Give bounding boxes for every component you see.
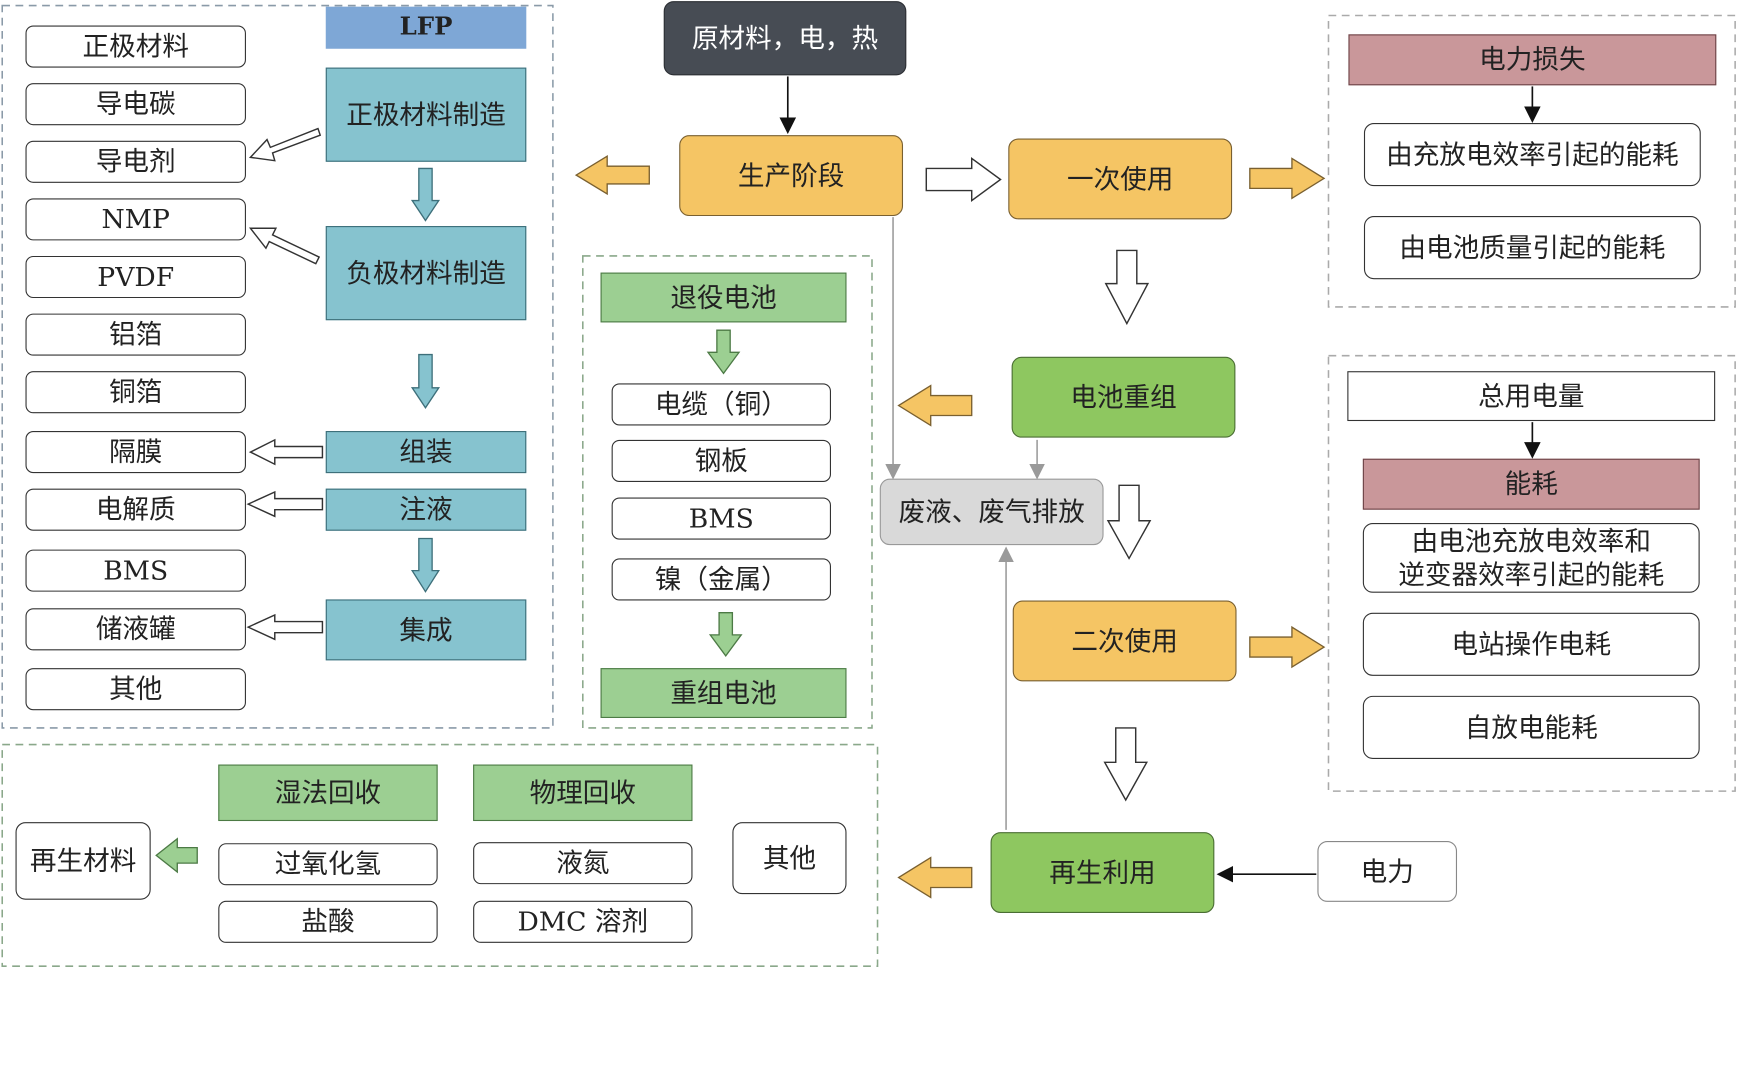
white-arrow-first-to-regroup bbox=[1104, 249, 1150, 326]
regroup-panel-border bbox=[582, 255, 873, 729]
white-arrow-left-2 bbox=[246, 490, 324, 518]
total-electricity: 总用电量 bbox=[1347, 371, 1716, 422]
diagram-connectors bbox=[1, 4, 1736, 967]
power-loss-item: 由充放电效率引起的能耗 bbox=[1363, 122, 1701, 187]
second-use-stage: 二次使用 bbox=[1012, 600, 1237, 682]
step-integration: 集成 bbox=[325, 599, 527, 661]
step-cathode: 正极材料制造 bbox=[325, 67, 527, 162]
white-arrow-diag-1 bbox=[248, 127, 322, 162]
recycled-material: 再生材料 bbox=[15, 822, 151, 900]
material-item: 隔膜 bbox=[25, 431, 246, 474]
wet-item: 盐酸 bbox=[218, 900, 438, 943]
power-loss-panel-border bbox=[1327, 14, 1736, 308]
power-box: 电力 bbox=[1317, 840, 1458, 902]
wet-recycle: 湿法回收 bbox=[218, 764, 438, 822]
material-item: 铝箔 bbox=[25, 313, 246, 356]
green-arrow-1 bbox=[706, 329, 741, 375]
recycle-stage: 再生利用 bbox=[990, 832, 1215, 913]
step-assembly: 组装 bbox=[325, 431, 527, 474]
material-item: BMS bbox=[25, 549, 246, 592]
retired-battery: 退役电池 bbox=[600, 272, 847, 323]
teal-arrow-2 bbox=[410, 353, 441, 409]
orange-arrow-to-energy bbox=[1249, 625, 1326, 669]
inputs-box: 原材料，电，热 bbox=[663, 1, 907, 76]
regrouped-battery: 重组电池 bbox=[600, 668, 847, 718]
power-loss-title: 电力损失 bbox=[1348, 34, 1717, 86]
regroup-item: 电缆（铜） bbox=[611, 383, 831, 426]
production-stage: 生产阶段 bbox=[679, 135, 904, 217]
step-anode: 负极材料制造 bbox=[325, 226, 527, 321]
energy-panel-border bbox=[1327, 354, 1736, 792]
orange-arrow-to-lfp bbox=[574, 155, 650, 196]
teal-arrow-3 bbox=[410, 537, 440, 593]
white-arrow-left-3 bbox=[246, 613, 324, 641]
power-loss-item: 由电池质量引起的能耗 bbox=[1363, 216, 1701, 280]
white-arrow-prod-to-first bbox=[925, 157, 1002, 202]
orange-arrow-to-regroup-panel bbox=[897, 384, 973, 427]
regroup-item: BMS bbox=[611, 497, 831, 540]
wet-item: 过氧化氢 bbox=[218, 843, 438, 886]
material-item: 铜箔 bbox=[25, 371, 246, 414]
energy-item: 电站操作电耗 bbox=[1362, 612, 1700, 676]
physical-item: 液氮 bbox=[473, 842, 693, 885]
white-arrow-diag-2 bbox=[248, 227, 321, 265]
step-electrolyte: 注液 bbox=[325, 488, 527, 531]
material-item: 导电碳 bbox=[25, 83, 246, 126]
material-item: 其他 bbox=[25, 668, 246, 711]
green-arrow-2 bbox=[708, 612, 743, 658]
physical-item: DMC 溶剂 bbox=[473, 900, 693, 943]
recycle-panel-border bbox=[1, 743, 879, 967]
energy-title: 能耗 bbox=[1362, 458, 1700, 510]
energy-item: 自放电能耗 bbox=[1362, 695, 1700, 759]
green-arrow-to-output bbox=[155, 837, 198, 874]
white-arrow-second-to-recycle bbox=[1103, 727, 1149, 802]
orange-arrow-to-recycle-panel bbox=[897, 856, 973, 899]
lfp-panel-border bbox=[1, 4, 554, 729]
material-item: PVDF bbox=[25, 255, 246, 299]
teal-arrow-1 bbox=[410, 167, 441, 222]
white-arrow-regroup-to-second bbox=[1106, 484, 1152, 560]
regroup-item: 镍（金属） bbox=[611, 558, 831, 601]
white-arrow-left-1 bbox=[248, 438, 324, 466]
regroup-item: 钢板 bbox=[611, 439, 831, 482]
first-use-stage: 一次使用 bbox=[1008, 138, 1233, 220]
physical-recycle: 物理回收 bbox=[473, 764, 693, 822]
material-item: 正极材料 bbox=[25, 25, 246, 68]
material-item: 导电剂 bbox=[25, 140, 246, 183]
energy-item: 由电池充放电效率和 逆变器效率引起的能耗 bbox=[1362, 522, 1700, 593]
lfp-header: LFP bbox=[325, 6, 527, 49]
orange-arrow-to-power-loss bbox=[1249, 157, 1326, 200]
recycle-other: 其他 bbox=[732, 822, 847, 895]
regroup-stage: 电池重组 bbox=[1011, 356, 1236, 438]
material-item: 电解质 bbox=[25, 488, 246, 531]
material-item: NMP bbox=[25, 198, 246, 241]
material-item: 储液罐 bbox=[25, 608, 246, 651]
waste-box: 废液、废气排放 bbox=[879, 478, 1104, 546]
